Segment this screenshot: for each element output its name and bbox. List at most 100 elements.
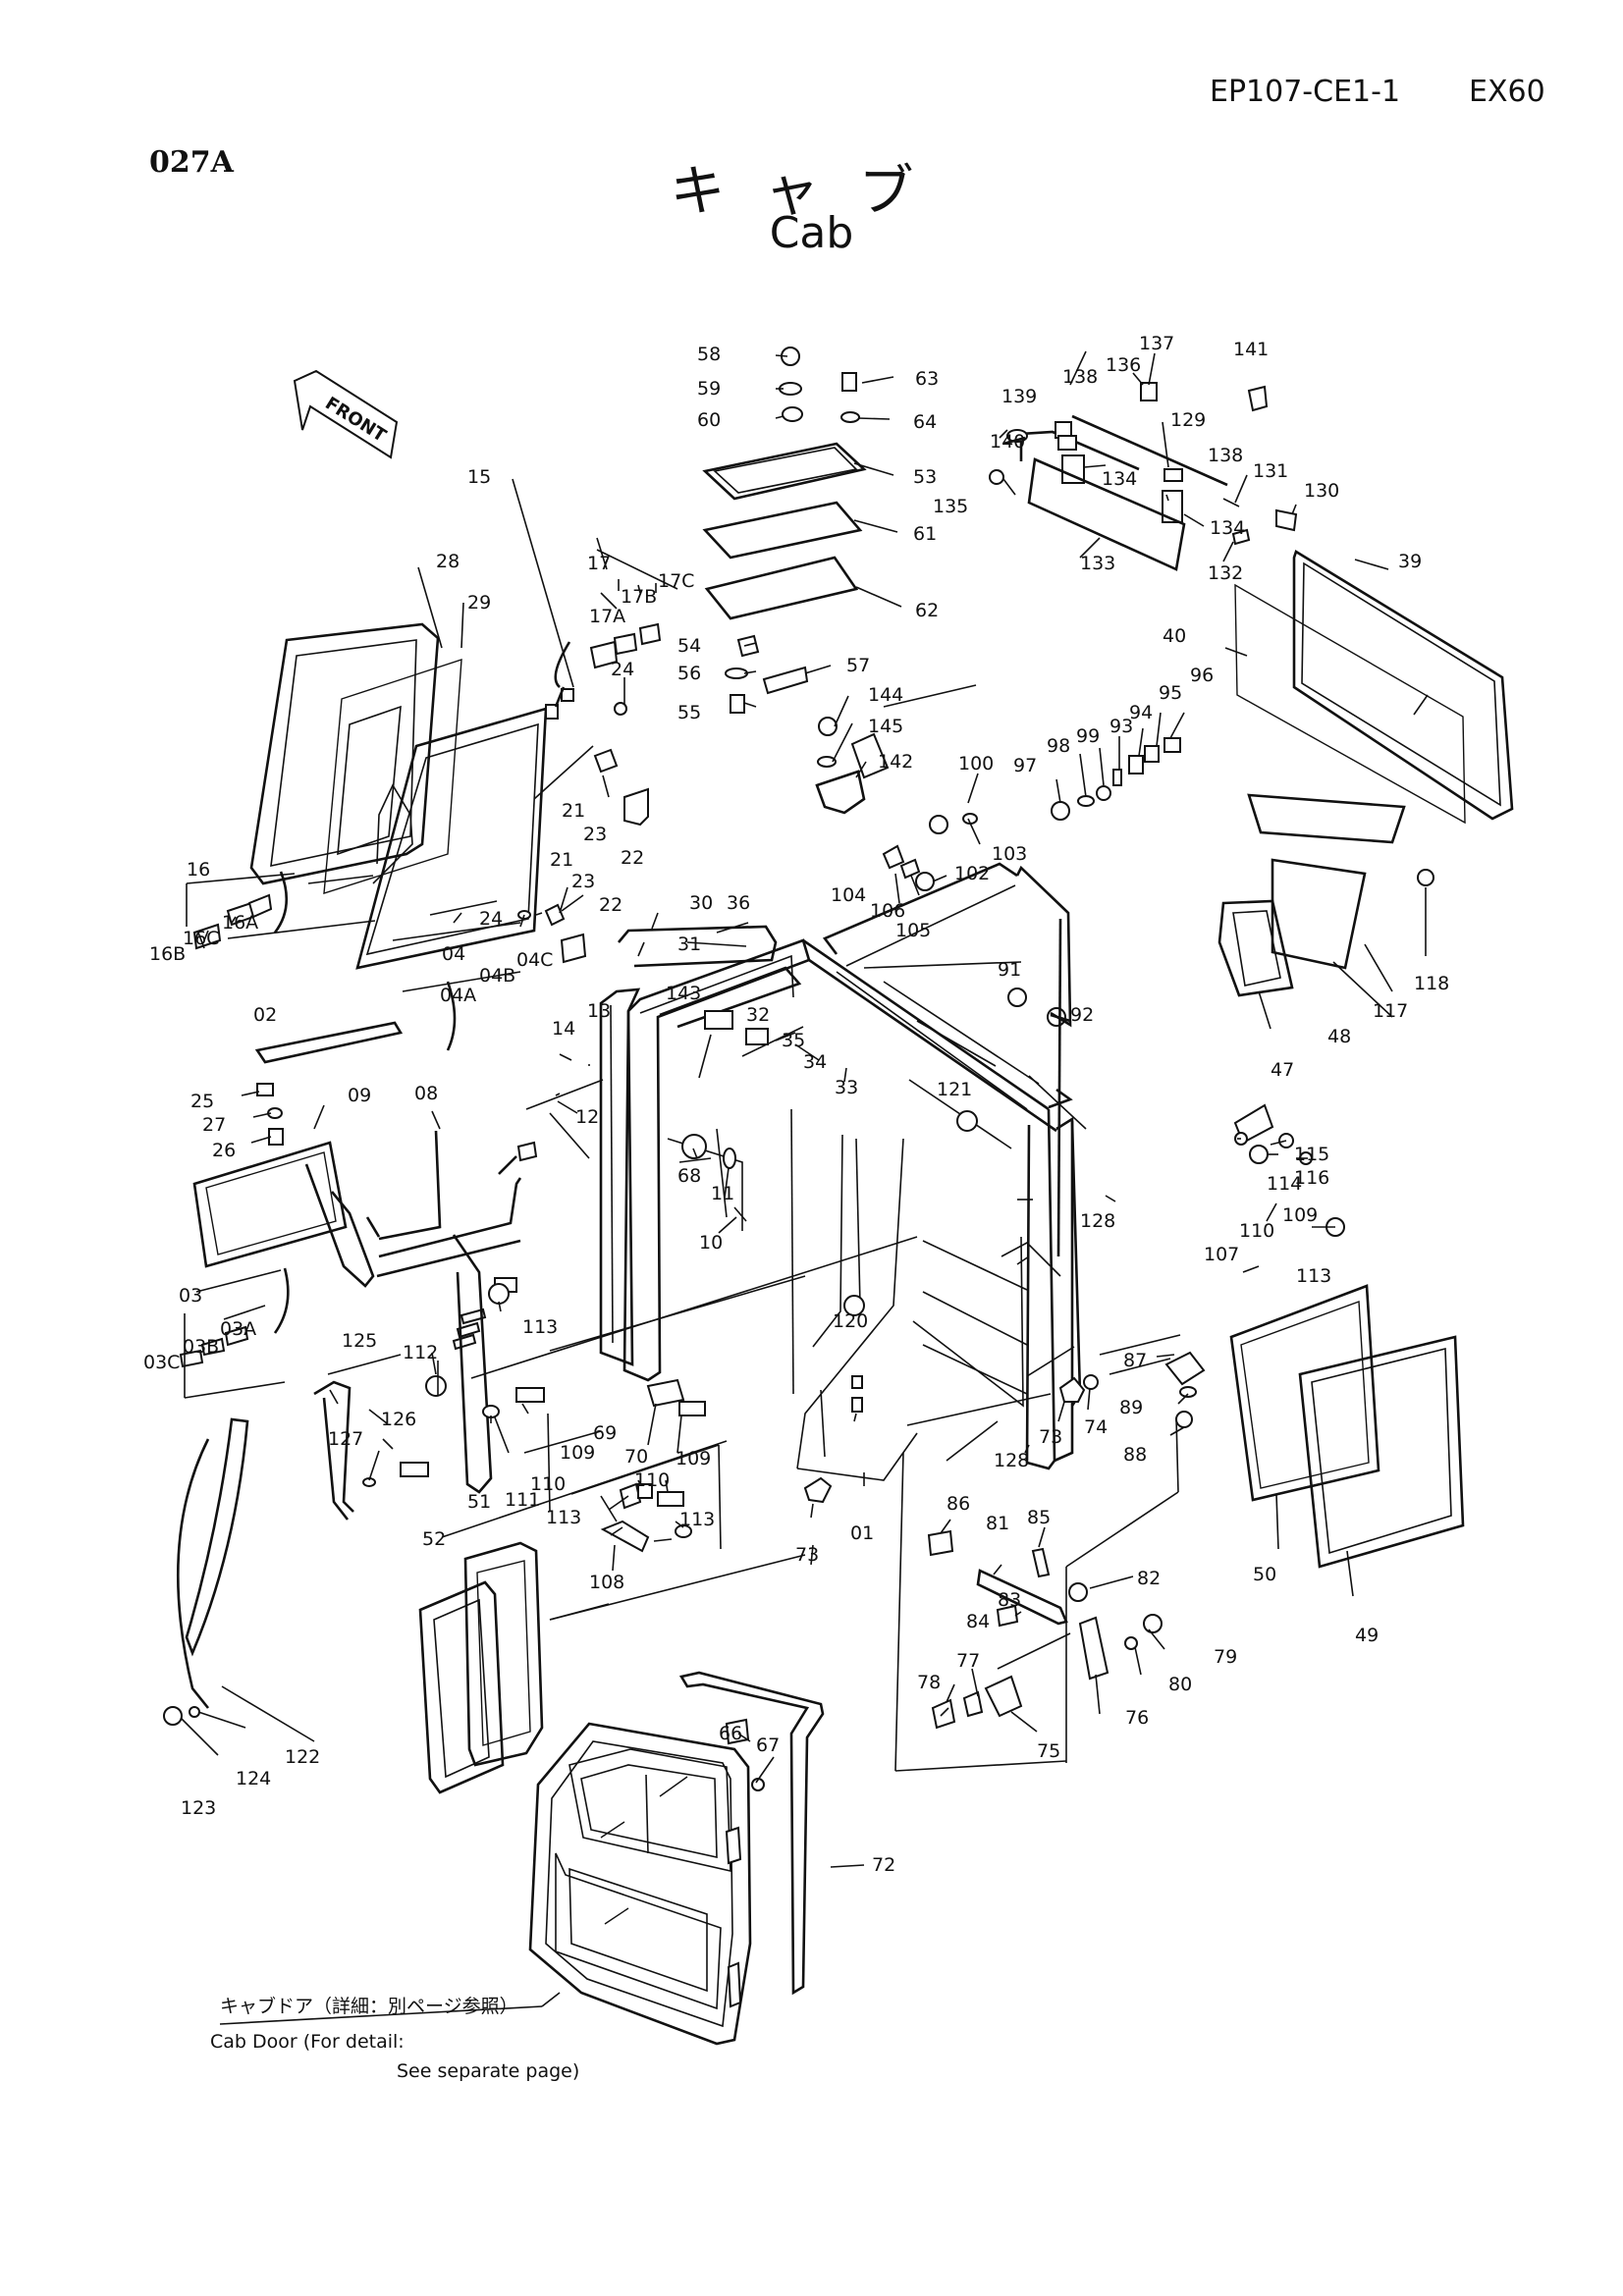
callout-23: 23 [583, 824, 607, 845]
callout-32: 32 [746, 1004, 770, 1026]
callout-114: 114 [1267, 1173, 1302, 1195]
model-name: EX60 [1469, 75, 1545, 109]
callout-03a: 03A [220, 1318, 256, 1340]
callout-23b: 23 [571, 871, 595, 892]
leader-lines [180, 350, 1429, 2025]
callout-95: 95 [1159, 682, 1182, 704]
catalog-code: EP107-CE1-1 [1210, 75, 1401, 109]
callout-22: 22 [621, 847, 644, 869]
callout-54: 54 [677, 635, 701, 657]
callout-17: 17 [587, 553, 611, 574]
front-upper-window [192, 622, 662, 970]
callout-115: 115 [1294, 1144, 1329, 1165]
callout-16c: 16C [183, 928, 219, 949]
callout-128b: 128 [994, 1450, 1029, 1471]
callout-113d: 113 [679, 1509, 715, 1530]
front-direction-arrow: FRONT [293, 369, 399, 459]
callout-26: 26 [212, 1140, 236, 1161]
callout-88: 88 [1123, 1444, 1147, 1466]
callout-57: 57 [846, 655, 870, 676]
callout-73: 73 [795, 1544, 819, 1566]
callout-109: 109 [1282, 1204, 1318, 1226]
callout-125: 125 [342, 1330, 377, 1352]
callout-117: 117 [1373, 1000, 1408, 1022]
callout-86: 86 [947, 1493, 970, 1515]
callout-85: 85 [1027, 1507, 1051, 1528]
callout-21: 21 [562, 800, 585, 822]
callout-110c: 110 [634, 1469, 670, 1491]
callout-105: 105 [895, 920, 931, 941]
callout-64: 64 [913, 411, 937, 433]
callout-107: 107 [1204, 1244, 1239, 1265]
callout-80: 80 [1168, 1674, 1192, 1695]
callout-04c: 04C [516, 949, 553, 971]
callout-113b: 113 [522, 1316, 558, 1338]
callout-03c: 03C [143, 1352, 180, 1373]
callout-58: 58 [697, 344, 721, 365]
callout-36: 36 [727, 892, 750, 914]
callout-10: 10 [699, 1232, 723, 1254]
callout-62: 62 [915, 600, 939, 621]
callout-78: 78 [917, 1672, 941, 1693]
callout-92: 92 [1070, 1004, 1094, 1026]
callout-74: 74 [1084, 1416, 1108, 1438]
callout-87: 87 [1123, 1350, 1147, 1371]
callout-09: 09 [348, 1085, 371, 1106]
callout-118: 118 [1414, 973, 1449, 994]
roof-hatch [702, 347, 867, 815]
callout-03b: 03B [183, 1336, 219, 1358]
callout-110b: 110 [530, 1473, 566, 1495]
callout-110: 110 [1239, 1220, 1274, 1242]
callout-04b: 04B [479, 965, 515, 987]
callout-03: 03 [179, 1285, 202, 1307]
callout-60: 60 [697, 409, 721, 431]
callout-13: 13 [587, 1000, 611, 1022]
callout-112: 112 [403, 1342, 438, 1363]
callout-100: 100 [958, 753, 994, 774]
callout-113c: 113 [546, 1507, 581, 1528]
callout-109b: 109 [560, 1442, 595, 1464]
callout-83: 83 [998, 1589, 1021, 1611]
callout-69: 69 [593, 1422, 617, 1444]
callout-75: 75 [1037, 1740, 1060, 1762]
callout-30: 30 [689, 892, 713, 914]
callout-99: 99 [1076, 725, 1100, 747]
callout-126: 126 [381, 1409, 416, 1430]
callout-51: 51 [467, 1491, 491, 1513]
callout-139: 139 [1001, 386, 1037, 407]
callout-50: 50 [1253, 1564, 1276, 1585]
callout-39: 39 [1398, 551, 1422, 572]
callout-59: 59 [697, 378, 721, 400]
rear-window-hardware [850, 684, 1434, 1237]
callout-labels: 58 59 60 63 64 53 61 62 54 56 55 57 144 … [143, 333, 1449, 1876]
callout-55: 55 [677, 702, 701, 723]
callout-24b: 24 [479, 908, 503, 930]
callout-40: 40 [1163, 625, 1186, 647]
callout-137: 137 [1139, 333, 1174, 354]
callout-113: 113 [1296, 1265, 1331, 1287]
callout-04: 04 [442, 943, 465, 965]
callout-56: 56 [677, 663, 701, 684]
callout-34: 34 [803, 1051, 827, 1073]
callout-104: 104 [831, 884, 866, 906]
callout-91: 91 [998, 959, 1021, 981]
callout-72: 72 [872, 1854, 895, 1876]
callout-02: 02 [253, 1004, 277, 1026]
callout-12: 12 [575, 1106, 599, 1128]
callout-21b: 21 [550, 849, 573, 871]
callout-129: 129 [1170, 409, 1206, 431]
callout-138b: 138 [1208, 445, 1243, 466]
callout-52: 52 [422, 1528, 446, 1550]
callout-76: 76 [1125, 1707, 1149, 1729]
callout-27: 27 [202, 1114, 226, 1136]
callout-135: 135 [933, 496, 968, 517]
callout-116: 116 [1294, 1167, 1329, 1189]
callout-106: 106 [870, 900, 905, 922]
callout-15: 15 [467, 466, 491, 488]
callout-22b: 22 [599, 894, 622, 916]
callout-11: 11 [711, 1183, 734, 1204]
callout-102: 102 [954, 863, 990, 884]
callout-67: 67 [756, 1735, 780, 1756]
callout-25: 25 [190, 1091, 214, 1112]
callout-82: 82 [1137, 1568, 1161, 1589]
